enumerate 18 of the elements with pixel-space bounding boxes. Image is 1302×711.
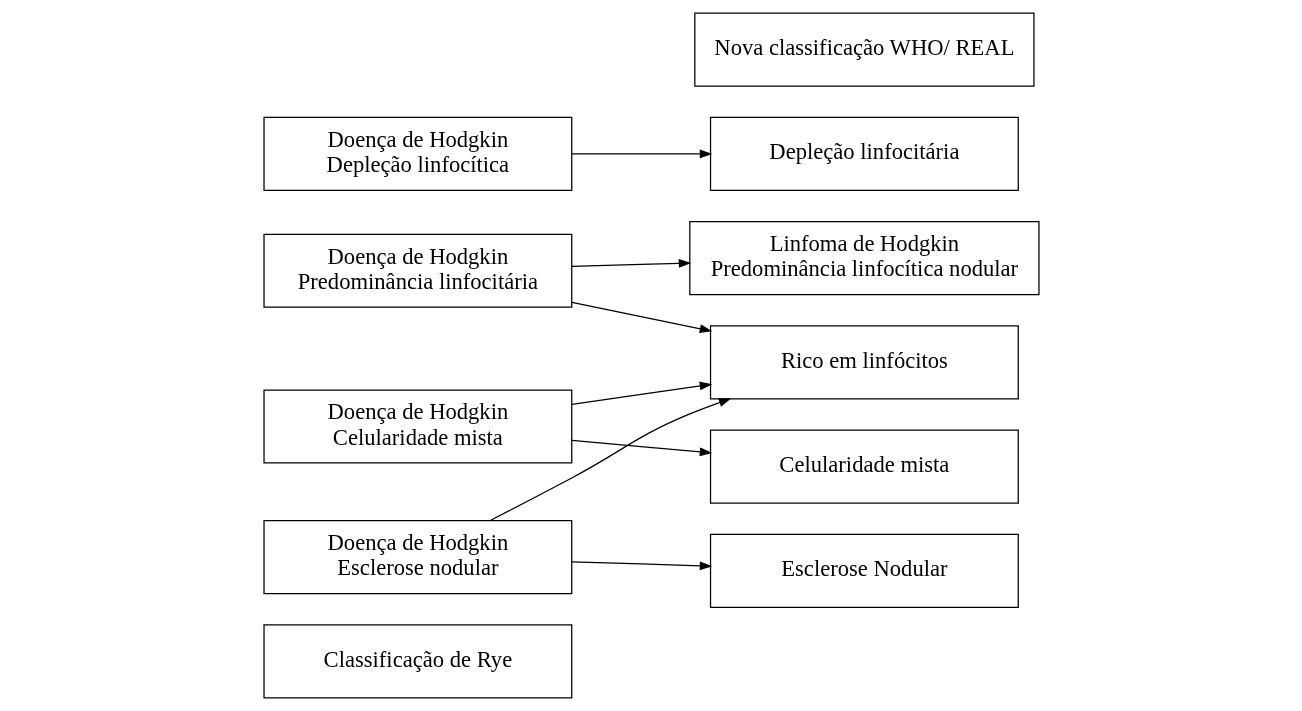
arrow xyxy=(570,258,691,268)
arrow xyxy=(570,149,712,159)
node-box: Doença de Hodgkin Depleção linfocítica xyxy=(262,116,572,191)
node-box: Nova classificação WHO/ REAL xyxy=(693,12,1035,87)
arrow xyxy=(570,301,712,334)
node-box: Linfoma de Hodgkin Predominância linfocítica nodular xyxy=(688,221,1040,296)
node-box: Esclerose Nodular xyxy=(709,533,1019,608)
node-box: Classificação de Rye xyxy=(262,624,572,699)
arrow xyxy=(570,381,712,406)
node-box: Depleção linfocitária xyxy=(709,116,1019,191)
arrow xyxy=(570,561,712,571)
node-box: Rico em linfócitos xyxy=(709,325,1019,400)
node-box: Doença de Hodgkin Celularidade mista xyxy=(262,389,572,464)
arrow xyxy=(489,398,731,522)
node-box: Doença de Hodgkin Predominância linfocitária xyxy=(262,233,572,308)
arrow xyxy=(570,439,712,457)
node-box: Celularidade mista xyxy=(709,429,1019,504)
node-box: Doença de Hodgkin Esclerose nodular xyxy=(262,520,572,595)
